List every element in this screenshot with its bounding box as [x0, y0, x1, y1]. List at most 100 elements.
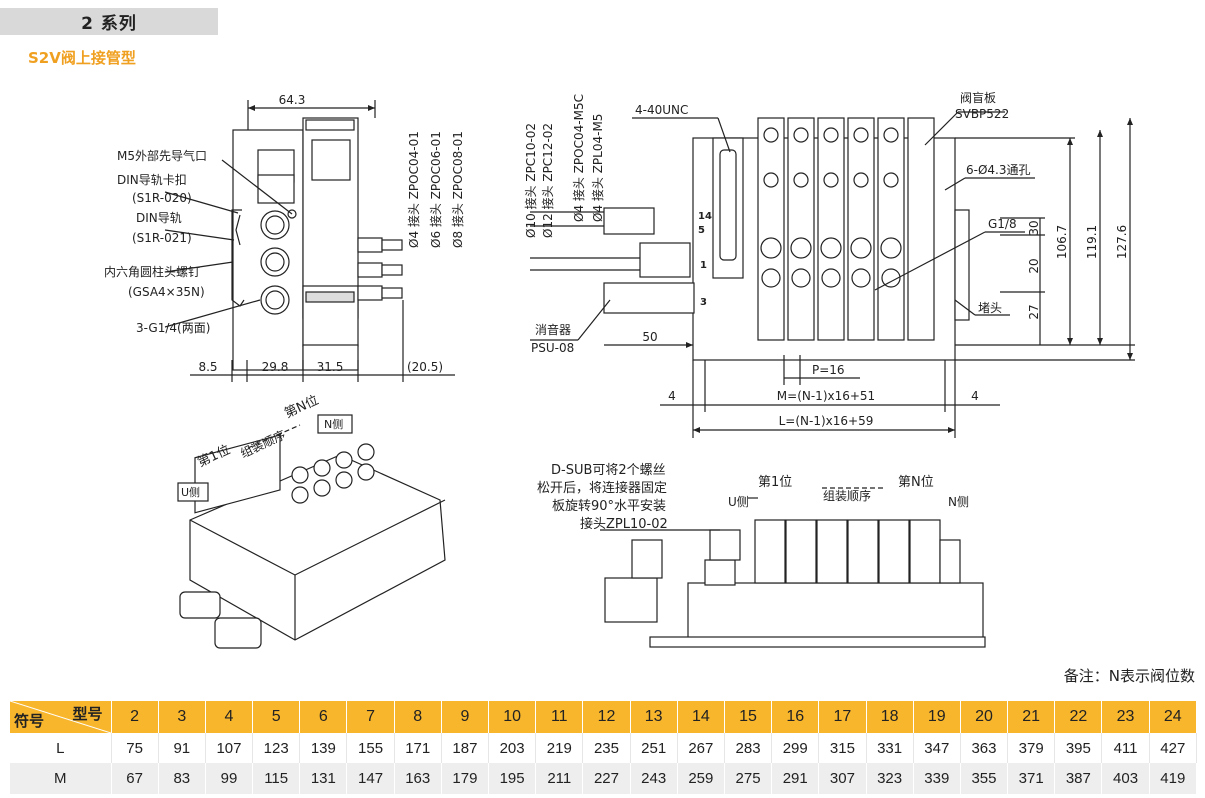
dim-l-formula: L=(N-1)x16+59 — [779, 414, 874, 428]
cell-l: 235 — [582, 733, 631, 763]
col-head: 12 — [582, 701, 631, 733]
cell-l: 155 — [346, 733, 395, 763]
side-n-side: N侧 — [948, 495, 969, 509]
subtitle: S2V阀上接管型 — [28, 49, 136, 67]
technical-drawing: 64.3 8.5 29.8 31.5 (20.5) M5外部先导气口 DIN导轨… — [104, 90, 1135, 649]
front-view-labels: 64.3 8.5 29.8 31.5 (20.5) M5外部先导气口 DIN导轨… — [104, 93, 465, 374]
label-din-clip-code: (S1R-020) — [132, 191, 192, 205]
cell-l: 427 — [1149, 733, 1198, 763]
cell-m: 371 — [1007, 763, 1056, 794]
fitting-zpc12-02: Ø12 接头 ZPC12-02 — [540, 123, 555, 238]
col-head: 3 — [158, 701, 206, 733]
fitting-zpoc08-01: Ø8 接头 ZPOC08-01 — [450, 131, 465, 248]
fitting-zpc10-02: Ø10 接头 ZPC10-02 — [523, 123, 538, 238]
dim-106-7: 106.7 — [1055, 225, 1069, 259]
side-note-line-1: D-SUB可将2个螺丝 — [551, 463, 666, 478]
col-head: 16 — [771, 701, 820, 733]
series-title: 2 系列 — [81, 14, 137, 34]
cell-l: 203 — [488, 733, 537, 763]
cell-m: 211 — [535, 763, 584, 794]
row-label: M — [10, 763, 112, 794]
label-pilot-port: M5外部先导气口 — [117, 148, 207, 163]
iso-u-side: U侧 — [181, 486, 200, 499]
cell-l: 379 — [1007, 733, 1056, 763]
col-head: 9 — [441, 701, 490, 733]
col-head: 4 — [205, 701, 254, 733]
label-plug: 堵头 — [978, 301, 1002, 315]
row-label: L — [10, 733, 112, 763]
col-head: 5 — [252, 701, 301, 733]
cell-m: 83 — [158, 763, 206, 794]
dim-50: 50 — [642, 330, 657, 344]
spec-table: 型号 符号 2 3 4 5 6 7 8 9 10 11 12 13 14 15 … — [10, 701, 1198, 794]
cell-l: 251 — [630, 733, 678, 763]
cell-m: 291 — [771, 763, 820, 794]
side-u-side: U侧 — [728, 495, 749, 509]
dim-left-4: 4 — [668, 389, 676, 403]
cell-m: 179 — [441, 763, 490, 794]
cell-m: 67 — [111, 763, 159, 794]
spec-row-l: L 75 91 107 123 139 155 171 187 203 219 … — [10, 733, 1198, 763]
front-view — [164, 100, 455, 382]
dim-m-formula: M=(N-1)x16+51 — [777, 389, 875, 403]
dim-20: 20 — [1027, 258, 1041, 273]
dim-119-1: 119.1 — [1085, 225, 1099, 259]
dim-20-5: (20.5) — [407, 360, 443, 374]
side-nth: 第N位 — [898, 475, 934, 490]
label-blank-code: SVBP522 — [955, 107, 1009, 121]
col-head: 18 — [866, 701, 914, 733]
port-14: 14 — [698, 211, 712, 222]
cell-m: 307 — [818, 763, 867, 794]
cell-m: 195 — [488, 763, 537, 794]
side-view-labels: D-SUB可将2个螺丝 松开后，将连接器固定 板旋转90°水平安装 接头ZPL1… — [537, 463, 969, 532]
col-head: 14 — [677, 701, 725, 733]
cell-l: 75 — [111, 733, 159, 763]
side-view — [600, 487, 986, 648]
cell-l: 331 — [866, 733, 914, 763]
cell-m: 99 — [205, 763, 254, 794]
cell-l: 363 — [960, 733, 1009, 763]
col-head: 15 — [724, 701, 773, 733]
dim-top-width: 64.3 — [279, 93, 306, 107]
spec-row-m: M 67 83 99 115 131 147 163 179 195 211 2… — [10, 763, 1198, 794]
dim-127-6: 127.6 — [1115, 225, 1129, 259]
top-view-labels: Ø10 接头 ZPC10-02 Ø12 接头 ZPC12-02 Ø4 接头 ZP… — [523, 90, 1129, 428]
cell-l: 171 — [394, 733, 442, 763]
label-screw-code: (GSA4×35N) — [128, 285, 205, 299]
cell-l: 267 — [677, 733, 725, 763]
iso-nth: 第N位 — [282, 393, 321, 422]
dim-29-8: 29.8 — [262, 360, 289, 374]
cell-l: 187 — [441, 733, 490, 763]
fitting-zpoc06-01: Ø6 接头 ZPOC06-01 — [428, 131, 443, 248]
label-silencer: 消音器 — [535, 322, 571, 337]
cell-l: 123 — [252, 733, 301, 763]
col-head: 2 — [111, 701, 159, 733]
side-first: 第1位 — [758, 475, 792, 490]
cell-l: 315 — [818, 733, 867, 763]
cell-m: 243 — [630, 763, 678, 794]
side-note-line-2: 松开后，将连接器固定 — [537, 480, 667, 496]
side-fitting: 接头ZPL10-02 — [580, 516, 668, 532]
label-screw: 内六角圆柱头螺钉 — [104, 264, 200, 279]
dim-27: 27 — [1027, 304, 1041, 319]
fitting-zpoc04-m5c: Ø4 接头 ZPOC04-M5C — [571, 94, 586, 222]
col-head: 17 — [818, 701, 867, 733]
series-title-bar: 2 系列 — [0, 8, 218, 35]
dim-31-5: 31.5 — [317, 360, 344, 374]
iso-n-side: N侧 — [324, 418, 343, 431]
cell-m: 339 — [913, 763, 961, 794]
cell-m: 355 — [960, 763, 1009, 794]
label-unc: 4-40UNC — [635, 103, 688, 117]
spec-header-row: 型号 符号 2 3 4 5 6 7 8 9 10 11 12 13 14 15 … — [10, 701, 1198, 733]
corner-symbol: 符号 — [14, 712, 45, 730]
cell-m: 403 — [1101, 763, 1150, 794]
cell-m: 323 — [866, 763, 914, 794]
cell-l: 395 — [1054, 733, 1103, 763]
col-head: 24 — [1149, 701, 1198, 733]
spec-corner: 型号 符号 — [10, 701, 112, 733]
label-silencer-code: PSU-08 — [531, 341, 574, 355]
corner-model: 型号 — [72, 705, 103, 723]
cell-l: 139 — [299, 733, 348, 763]
col-head: 19 — [913, 701, 961, 733]
label-port-both: 3-G1/4(两面) — [136, 321, 210, 335]
